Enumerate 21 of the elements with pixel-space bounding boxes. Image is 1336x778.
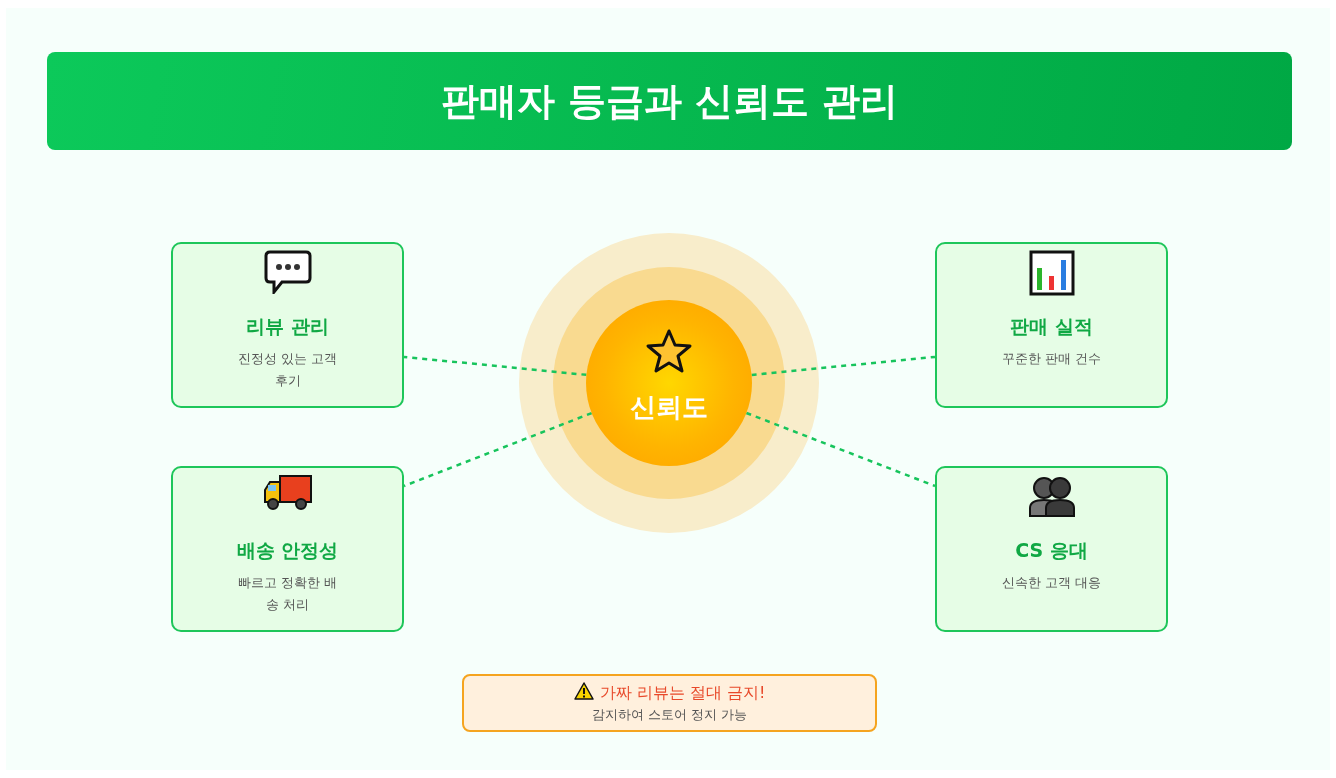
card-heading: 배송 안정성 bbox=[236, 539, 339, 561]
warning-title: 가짜 리뷰는 절대 금지! bbox=[599, 683, 766, 702]
card-description: 진정성 있는 고객 후기 bbox=[236, 350, 339, 390]
card-description: 신속한 고객 대응 bbox=[1000, 574, 1103, 592]
factor-card bbox=[171, 466, 404, 632]
card-description: 빠르고 정확한 배송 처리 bbox=[236, 574, 339, 614]
card-heading: CS 응대 bbox=[1015, 539, 1088, 561]
factor-card bbox=[171, 242, 404, 408]
title-banner: 판매자 등급과 신뢰도 관리 bbox=[47, 52, 1292, 150]
dashed-connector bbox=[745, 411, 936, 488]
warning-box bbox=[462, 674, 877, 732]
dashed-connector bbox=[403, 355, 587, 377]
center-label: 신뢰도 bbox=[629, 391, 709, 424]
card-description: 꾸준한 판매 건수 bbox=[1000, 350, 1103, 368]
factor-card bbox=[935, 466, 1168, 632]
dashed-connector bbox=[403, 411, 593, 488]
card-heading: 판매 실적 bbox=[1010, 315, 1093, 337]
warning-note: 감지하여 스토어 정지 가능 bbox=[590, 706, 749, 724]
dashed-connector bbox=[751, 355, 936, 377]
card-heading: 리뷰 관리 bbox=[246, 315, 329, 337]
factor-card bbox=[935, 242, 1168, 408]
